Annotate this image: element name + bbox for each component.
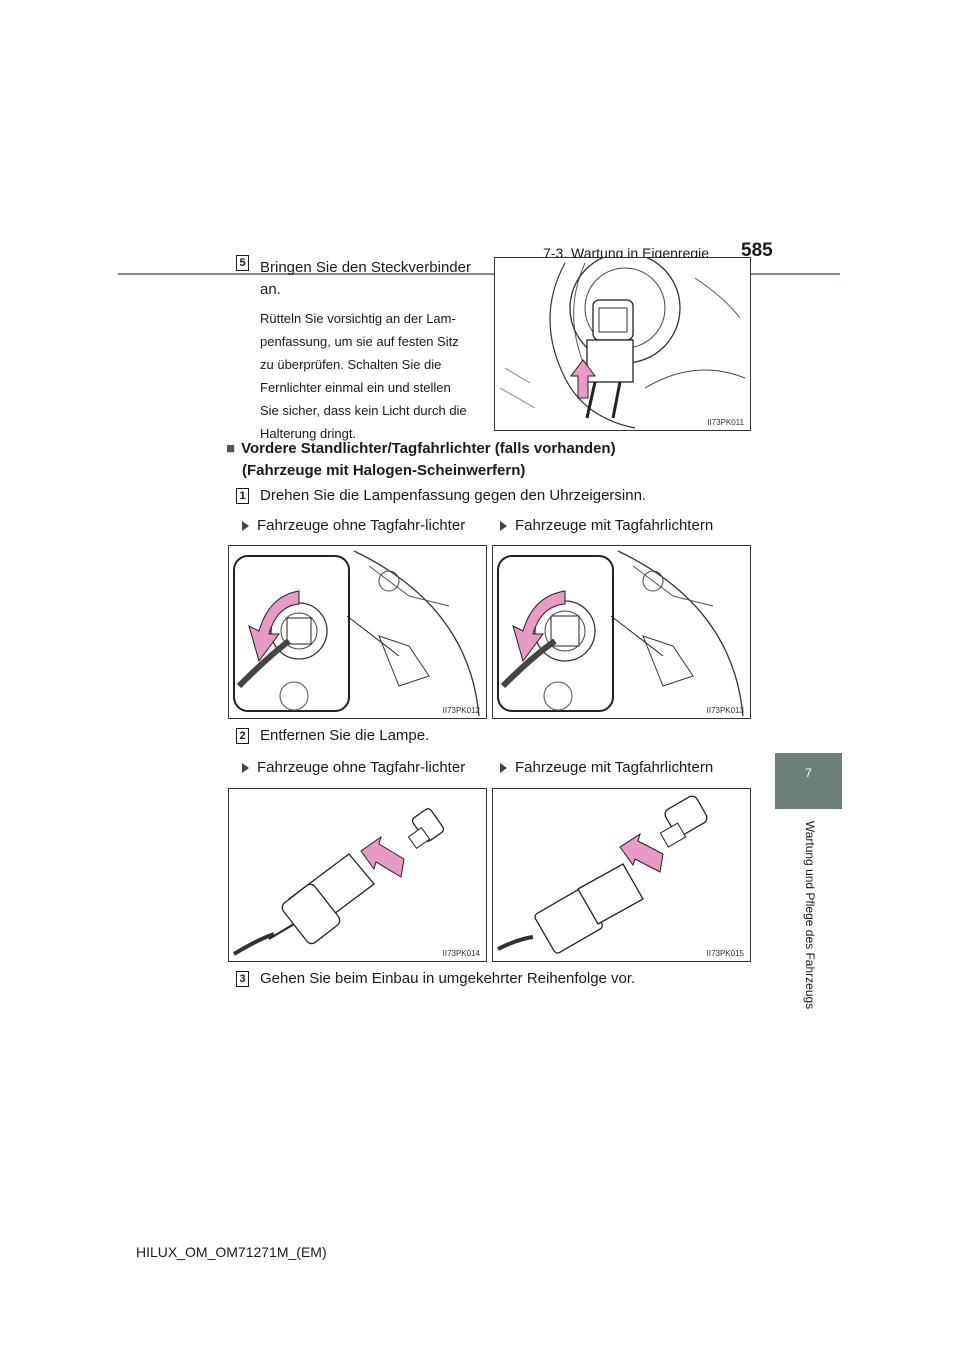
chapter-title-vertical: Wartung und Pflege des Fahrzeugs	[760, 820, 860, 1010]
page-number: 585	[741, 240, 773, 261]
arrow-right-icon	[360, 835, 405, 878]
step5-body-line: penfassung, um sie auf festen Sitz	[260, 334, 459, 349]
step1-left-label: Fahrzeuge ohne Tagfahr-lichter	[242, 517, 465, 534]
step2-text: Entfernen Sie die Lampe.	[260, 727, 430, 744]
remove-bulb-illustration-right	[497, 795, 708, 954]
figure-rotate-socket-left: II73PK012	[228, 545, 487, 719]
step2-right-label-text: Fahrzeuge mit Tagfahrlichtern	[515, 759, 714, 776]
section-title: ■ Vordere Standlichter/Tagfahrlichter (fa…	[226, 440, 616, 457]
figure-code: II73PK015	[706, 949, 744, 958]
chapter-number: 7	[805, 766, 812, 780]
figure-remove-bulb-left: II73PK014	[228, 788, 487, 962]
step5-body-line: Halterung dringt.	[260, 426, 357, 441]
step-number-3: 3	[236, 971, 249, 987]
triangle-bullet-icon	[500, 763, 507, 774]
step1-right-label: Fahrzeuge mit Tagfahrlichtern	[500, 517, 713, 534]
step5-body-line: Sie sicher, dass kein Licht durch die	[260, 403, 467, 418]
figure-rotate-socket-right: II73PK013	[492, 545, 751, 719]
step-number-1: 1	[236, 488, 249, 504]
connector-attach-illustration	[499, 258, 746, 429]
triangle-bullet-icon	[500, 521, 507, 532]
step5-body-line: zu überprüfen. Schalten Sie die	[260, 357, 442, 372]
triangle-bullet-icon	[242, 521, 249, 532]
step-number-5: 5	[236, 255, 249, 271]
step1-right-label-text: Fahrzeuge mit Tagfahrlichtern	[515, 517, 714, 534]
step5-title: Bringen Sie den Steckverbinder an.	[260, 257, 482, 301]
figure-code: II73PK014	[442, 949, 480, 958]
step5-title-text: Bringen Sie den Steckverbinder	[260, 259, 471, 276]
step5-body-line: Fernlichter einmal ein und stellen	[260, 380, 451, 395]
figure-code: II73PK013	[706, 706, 744, 715]
section-title-line1: Vordere Standlichter/Tagfahrlichter (fal…	[241, 440, 616, 457]
arrow-right-icon	[619, 832, 664, 873]
rotate-arrow-icon	[512, 590, 566, 663]
figure-code: II73PK012	[442, 706, 480, 715]
step2-left-label: Fahrzeuge ohne Tagfahr-lichter	[242, 759, 465, 776]
section-title-line2: (Fahrzeuge mit Halogen-Scheinwerfern)	[242, 462, 526, 479]
figure-remove-bulb-right: II73PK015	[492, 788, 751, 962]
step5-title-line2: an.	[260, 281, 281, 298]
step2-right-label: Fahrzeuge mit Tagfahrlichtern	[500, 759, 713, 776]
remove-bulb-illustration-left	[232, 808, 445, 956]
step1-left-label-text: Fahrzeuge ohne Tagfahr-lichter	[257, 517, 466, 534]
step5-body-line: Rütteln Sie vorsichtig an der Lam-	[260, 311, 456, 326]
arrow-up-icon	[570, 359, 596, 399]
rotate-arrow-icon	[248, 590, 300, 663]
step-number-2: 2	[236, 728, 249, 744]
step1-text: Drehen Sie die Lampenfassung gegen den U…	[260, 487, 647, 504]
step5-body: Rütteln Sie vorsichtig an der Lam- penfa…	[260, 307, 482, 445]
chapter-title: Wartung und Pflege des Fahrzeugs	[803, 820, 817, 1010]
rotate-socket-illustration-left	[233, 550, 480, 717]
header-rule	[118, 273, 840, 275]
triangle-bullet-icon	[242, 763, 249, 774]
figure-code: II73PK011	[707, 418, 744, 427]
document-id: HILUX_OM_OM71271M_(EM)	[136, 1244, 327, 1260]
step5-title-line1: Bringen Sie den Steckverbinder	[260, 257, 482, 279]
rotate-socket-illustration-right	[497, 550, 744, 717]
figure-connector-attach: II73PK011	[494, 257, 751, 431]
chapter-tab: 7	[775, 753, 842, 809]
step2-left-label-text: Fahrzeuge ohne Tagfahr-lichter	[257, 759, 466, 776]
step3-text: Gehen Sie beim Einbau in umgekehrter Rei…	[260, 970, 636, 987]
section-marker: ■	[226, 440, 236, 457]
